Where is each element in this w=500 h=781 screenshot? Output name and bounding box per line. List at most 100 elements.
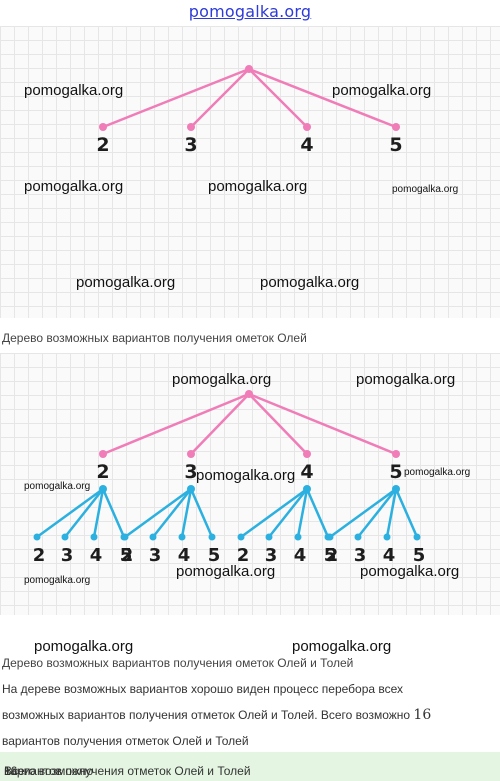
tree-edge xyxy=(248,393,308,455)
tree-leaf-node xyxy=(61,533,69,541)
tree-leaf-node xyxy=(237,533,245,541)
leaf-label: 5 xyxy=(413,545,426,566)
tree-edge xyxy=(248,392,397,456)
tree-edge xyxy=(248,68,308,128)
site-link[interactable]: pomogalka.org xyxy=(188,2,312,21)
tree-leaf-node xyxy=(178,533,186,541)
tree-node xyxy=(99,450,107,458)
leaf-label: 5 xyxy=(208,545,221,566)
watermark: pomogalka.org xyxy=(176,563,276,580)
tree-edge xyxy=(248,67,397,129)
leaf-label: 2 xyxy=(121,545,134,566)
explanation-line-3: вариантов получения отметок Олей и Толей xyxy=(2,734,249,748)
tree-edge xyxy=(180,488,193,538)
tree-leaf-node xyxy=(208,533,216,541)
tree-node xyxy=(303,485,311,493)
watermark: pomogalka.org xyxy=(24,481,91,492)
tree-edge xyxy=(101,488,126,538)
watermark: pomogalka.org xyxy=(172,371,272,388)
tree-edge xyxy=(385,488,398,538)
tree-edge xyxy=(36,487,104,539)
tree-olya-tolya-caption: Дерево возможных вариантов получения оме… xyxy=(2,656,354,670)
watermark: pomogalka.org xyxy=(292,638,392,655)
tree-node xyxy=(392,123,400,131)
watermark: pomogalka.org xyxy=(24,82,124,99)
leaf-label: 4 xyxy=(294,545,307,566)
tree-leaf-node xyxy=(90,533,98,541)
tree-leaf-node xyxy=(265,533,273,541)
explanation-line-1: На дереве возможных вариантов хорошо вид… xyxy=(2,682,404,696)
node-label: 3 xyxy=(184,461,197,483)
watermark: pomogalka.org xyxy=(24,178,124,195)
explanation-text: возможных вариантов получения отметок Ол… xyxy=(2,708,414,722)
tree-node xyxy=(303,123,311,131)
tree-node xyxy=(303,450,311,458)
tree-edge xyxy=(268,488,308,538)
tree-edge xyxy=(92,488,105,538)
watermark: pomogalka.org xyxy=(34,638,134,655)
tree-edge xyxy=(190,68,250,128)
tree-leaf-node xyxy=(354,533,362,541)
tree-node xyxy=(187,485,195,493)
tree-edge xyxy=(329,487,397,539)
tree-edge xyxy=(64,488,104,538)
tree-root-node xyxy=(245,65,253,73)
leaf-label: 5 xyxy=(324,545,337,566)
tree-node xyxy=(99,485,107,493)
tree-node xyxy=(187,123,195,131)
tree-leaf-node xyxy=(326,533,334,541)
watermark: pomogalka.org xyxy=(356,371,456,388)
leaf-label: 5 xyxy=(120,545,133,566)
tree-leaf-node xyxy=(33,533,41,541)
tree-node xyxy=(392,485,400,493)
tree-edge xyxy=(102,67,250,129)
leaf-label: 3 xyxy=(354,545,367,566)
node-label: 3 xyxy=(184,134,197,156)
explanation-line-2: возможных вариантов получения отметок Ол… xyxy=(2,707,498,723)
node-label: 4 xyxy=(300,461,313,483)
leaf-label: 4 xyxy=(383,545,396,566)
watermark: pomogalka.org xyxy=(360,563,460,580)
leaf-label: 2 xyxy=(237,545,250,566)
tree-edge xyxy=(190,393,250,455)
node-label: 5 xyxy=(389,134,402,156)
answer-box: Всего возможно 16 вариантов получения от… xyxy=(0,752,500,781)
tree-edge xyxy=(102,392,250,456)
tree-root-node xyxy=(245,390,253,398)
tree-olya-diagram: 2 3 4 5 xyxy=(96,65,403,156)
tree-edge xyxy=(189,488,214,538)
leaf-label: 4 xyxy=(178,545,191,566)
leaf-label: 2 xyxy=(326,545,339,566)
leaf-label: 4 xyxy=(90,545,103,566)
leaf-label: 3 xyxy=(149,545,162,566)
watermark: pomogalka.org xyxy=(332,82,432,99)
node-label: 4 xyxy=(300,134,313,156)
tree-edge xyxy=(296,488,309,538)
tree-leaf-node xyxy=(383,533,391,541)
watermark: pomogalka.org xyxy=(260,274,360,291)
watermark: pomogalka.org xyxy=(404,467,471,478)
watermark: pomogalka.org xyxy=(24,575,91,586)
watermark: pomogalka.org xyxy=(76,274,176,291)
watermark: pomogalka.org xyxy=(392,184,459,195)
count-number: 16 xyxy=(413,707,432,723)
tree-leaf-node xyxy=(149,533,157,541)
tree-leaf-node xyxy=(413,533,421,541)
node-label: 2 xyxy=(96,461,109,483)
tree-edge xyxy=(357,488,397,538)
tree-edge xyxy=(240,487,308,539)
tree-edge xyxy=(124,487,192,539)
tree-node xyxy=(392,450,400,458)
leaf-label: 2 xyxy=(33,545,46,566)
node-label: 2 xyxy=(96,134,109,156)
tree-edge xyxy=(394,488,419,538)
watermark: pomogalka.org xyxy=(196,467,296,484)
tree-leaf-node xyxy=(121,533,129,541)
site-header: pomogalka.org xyxy=(0,0,500,24)
leaf-label: 3 xyxy=(265,545,278,566)
node-label: 5 xyxy=(389,461,402,483)
tree-node xyxy=(187,450,195,458)
tree-panel-olya: 2 3 4 5 pomogalka.org pomogalka.org pomogal… xyxy=(0,26,500,318)
tree-olya-caption: Дерево возможных вариантов получения оме… xyxy=(2,331,307,345)
